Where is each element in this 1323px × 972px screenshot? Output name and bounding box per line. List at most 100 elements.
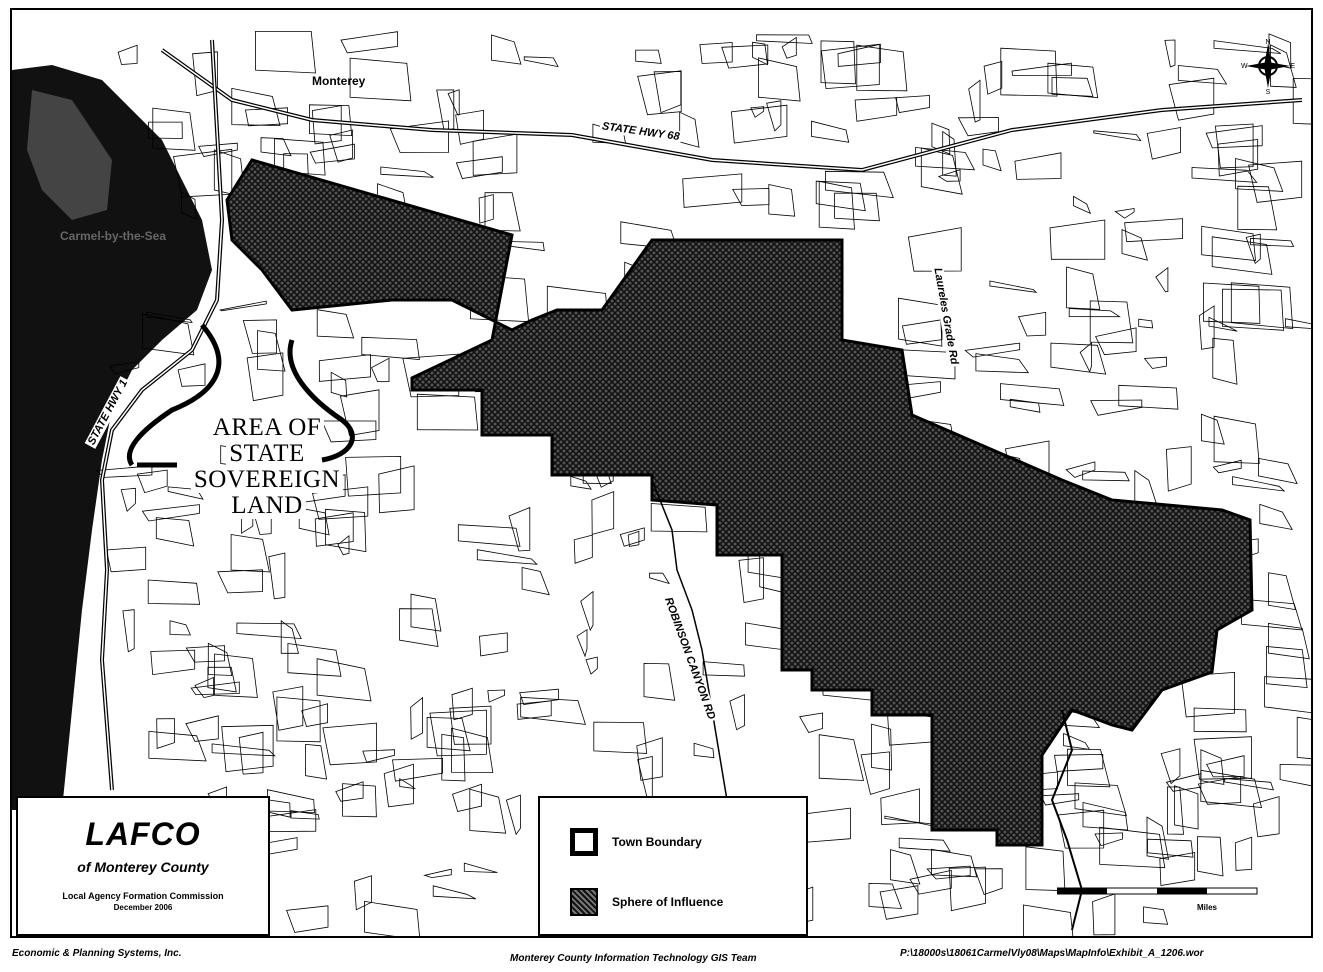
parcel-outline bbox=[1250, 237, 1295, 247]
parcel-outline bbox=[1165, 773, 1202, 792]
parcel-outline bbox=[169, 620, 192, 636]
parcel-outline bbox=[463, 862, 498, 873]
parcel-outline bbox=[856, 44, 908, 92]
robinson-canyon-road bbox=[651, 479, 733, 831]
parcel-outline bbox=[702, 661, 745, 677]
sovereign-land-left-arc bbox=[126, 323, 222, 467]
parcel-outline bbox=[1165, 446, 1192, 492]
parcel-outline bbox=[1292, 77, 1311, 125]
parcel-outline bbox=[1057, 809, 1105, 849]
parcel-outline bbox=[452, 783, 482, 812]
parcel-outline bbox=[766, 100, 782, 132]
parcel-outline bbox=[136, 469, 168, 494]
parcel-outline bbox=[1200, 749, 1225, 785]
parcel-outline bbox=[679, 111, 700, 148]
parcel-outline bbox=[1079, 341, 1092, 373]
parcel-outline bbox=[931, 848, 978, 878]
parcel-outline bbox=[280, 620, 300, 654]
parcel-outline bbox=[361, 336, 420, 360]
map-frame[interactable]: Monterey Carmel-by-the-Sea STATE HWY 68 … bbox=[10, 8, 1313, 938]
parcel-outline bbox=[1155, 266, 1169, 293]
parcel-outline bbox=[682, 173, 743, 208]
parcel-outline bbox=[214, 653, 258, 698]
parcel-outline bbox=[246, 352, 284, 402]
parcel-outline bbox=[1214, 123, 1254, 169]
parcel-outline bbox=[920, 147, 963, 195]
parcel-outline bbox=[257, 330, 286, 372]
parcel-outline bbox=[353, 875, 372, 911]
parcel-outline bbox=[721, 44, 769, 69]
parcel-outline bbox=[339, 389, 380, 436]
parcel-outline bbox=[1067, 748, 1111, 788]
title-block-commission: Local Agency Formation Commission bbox=[62, 891, 224, 901]
parcel-outline bbox=[268, 552, 286, 600]
parcel-outline bbox=[730, 104, 788, 144]
sovereign-land-right-arc bbox=[287, 339, 355, 463]
parcel-outline bbox=[879, 885, 919, 920]
parcel-outline bbox=[441, 733, 466, 782]
parcel-outline bbox=[399, 608, 439, 647]
parcel-outline bbox=[207, 642, 233, 676]
parcel-outline bbox=[1068, 308, 1121, 318]
parcel-outline bbox=[752, 41, 768, 66]
parcel-outline bbox=[643, 662, 676, 701]
parcel-outline bbox=[330, 371, 348, 398]
parcel-outline bbox=[1051, 77, 1094, 97]
parcel-outline bbox=[309, 104, 353, 137]
parcel-outline bbox=[451, 687, 473, 721]
parcel-outline bbox=[1201, 225, 1256, 261]
title-block-subtitle: of Monterey County bbox=[77, 859, 209, 875]
parcel-outline bbox=[423, 868, 452, 879]
parcel-outline bbox=[957, 117, 999, 137]
parcel-outline bbox=[732, 188, 770, 207]
parcel-outline bbox=[837, 43, 881, 67]
parcel-outline bbox=[298, 507, 330, 536]
parcel-outline bbox=[1164, 39, 1176, 68]
parcel-outline bbox=[244, 107, 288, 127]
parcel-outline bbox=[325, 508, 367, 553]
parcel-outline bbox=[432, 885, 476, 900]
parcel-outline bbox=[871, 723, 893, 771]
place-label-monterey: Monterey bbox=[312, 74, 366, 88]
area-label-line-1: AREA OF bbox=[209, 415, 325, 441]
parcel-outline bbox=[519, 688, 559, 705]
parcel-outline bbox=[335, 781, 364, 802]
parcel-outline bbox=[653, 71, 682, 114]
parcel-outline bbox=[521, 567, 550, 596]
parcel-outline bbox=[637, 756, 653, 799]
parcel-outline bbox=[637, 70, 682, 116]
parcel-outline bbox=[915, 147, 976, 171]
parcel-outline bbox=[167, 486, 204, 500]
parcel-outline bbox=[1092, 893, 1116, 936]
parcel-outline bbox=[364, 900, 420, 936]
map-legend: Town Boundary Sphere of Influence bbox=[538, 796, 808, 936]
parcel-outline bbox=[1159, 852, 1196, 886]
parcel-outline bbox=[693, 742, 715, 759]
parcel-outline bbox=[1143, 356, 1167, 369]
parcel-outline bbox=[1054, 753, 1104, 772]
title-block-date: December 2006 bbox=[113, 903, 173, 912]
parcel-outline bbox=[211, 743, 276, 757]
parcel-outline bbox=[1224, 778, 1275, 791]
parcel-outline bbox=[457, 524, 521, 547]
parcel-outline bbox=[1168, 77, 1215, 121]
parcel-outline bbox=[487, 689, 505, 703]
parcel-outline bbox=[340, 31, 398, 54]
parcel-outline bbox=[811, 120, 850, 143]
parcel-outline bbox=[476, 549, 538, 565]
footer-left-credit: Economic & Planning Systems, Inc. bbox=[12, 948, 182, 959]
parcel-outline bbox=[1143, 906, 1169, 925]
parcel-outline bbox=[260, 137, 292, 157]
parcel-outline bbox=[478, 194, 494, 224]
parcel-outline bbox=[484, 192, 521, 232]
parcel-outline bbox=[383, 763, 414, 808]
parcel-outline bbox=[573, 534, 593, 564]
parcel-outline bbox=[1259, 503, 1293, 531]
parcel-outline bbox=[148, 730, 207, 762]
parcel-outline bbox=[1073, 195, 1092, 215]
parcel-outline bbox=[907, 227, 962, 272]
map-canvas[interactable]: Monterey Carmel-by-the-Sea bbox=[12, 10, 1313, 938]
parcel-outline bbox=[756, 34, 813, 44]
parcel-outline bbox=[508, 506, 531, 552]
parcel-outline bbox=[1268, 622, 1310, 660]
